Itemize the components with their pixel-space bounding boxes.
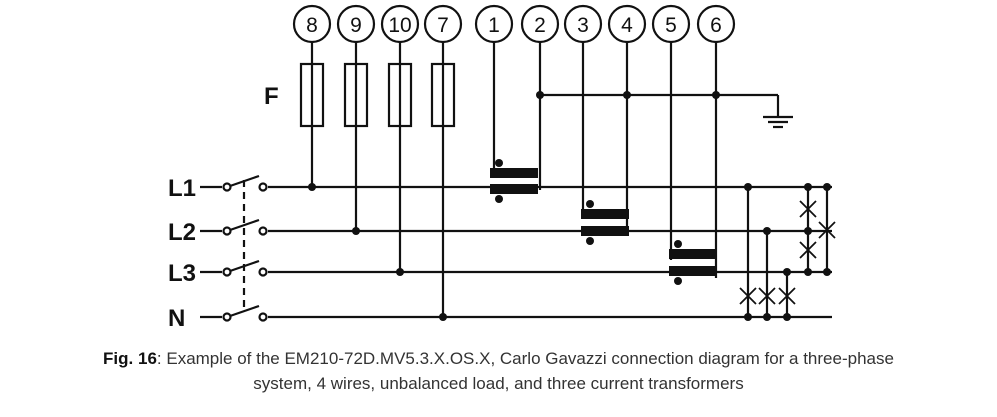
caption-line-2: system, 4 wires, unbalanced load, and th… bbox=[253, 374, 744, 393]
terminal-label: 5 bbox=[665, 14, 677, 37]
terminal-label: 7 bbox=[437, 14, 449, 37]
terminal-label: 3 bbox=[577, 14, 589, 37]
line-label-l3: L3 bbox=[168, 260, 196, 287]
wiring-diagram: 8 9 10 7 1 2 3 4 5 6 F L1 L2 L3 N bbox=[168, 4, 836, 332]
figure-label: Fig. 16 bbox=[103, 349, 157, 368]
terminal-label: 6 bbox=[710, 14, 722, 37]
terminal-label: 2 bbox=[534, 14, 546, 37]
terminal-label: 9 bbox=[350, 14, 362, 37]
ct-3 bbox=[669, 249, 717, 259]
terminal-label: 1 bbox=[488, 14, 500, 37]
line-label-n: N bbox=[168, 305, 185, 332]
figure-caption: Fig. 16: Example of the EM210-72D.MV5.3.… bbox=[0, 346, 997, 396]
ct-1 bbox=[490, 168, 538, 178]
line-label-l2: L2 bbox=[168, 219, 196, 246]
ct-2 bbox=[581, 209, 629, 219]
caption-text-1: : Example of the EM210-72D.MV5.3.X.OS.X,… bbox=[156, 349, 894, 368]
fuse-label: F bbox=[264, 83, 279, 110]
terminal-label: 4 bbox=[621, 14, 633, 37]
terminal-label: 10 bbox=[388, 14, 411, 37]
line-label-l1: L1 bbox=[168, 175, 196, 202]
caption-line-1: Fig. 16: Example of the EM210-72D.MV5.3.… bbox=[0, 346, 997, 371]
terminal-label: 8 bbox=[306, 14, 318, 37]
